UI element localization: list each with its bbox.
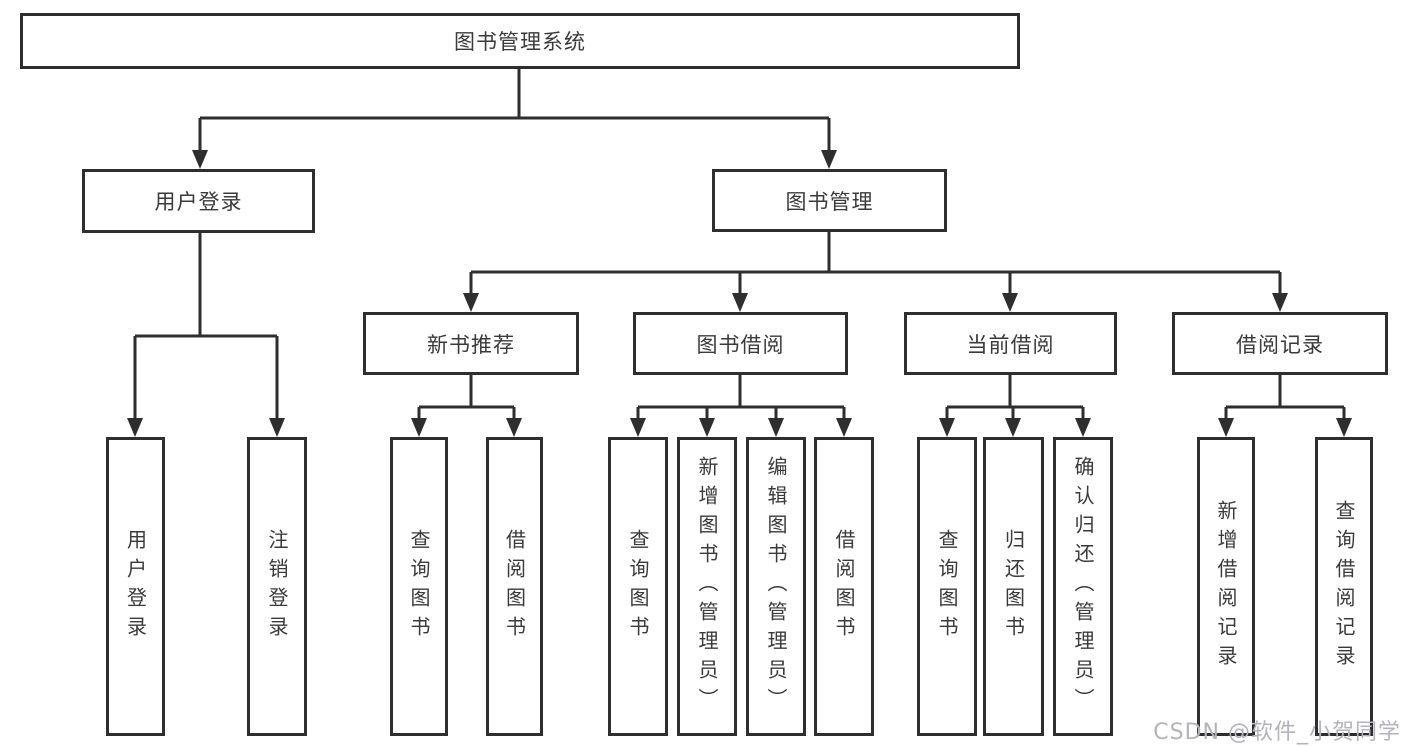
arrow-down-icon xyxy=(1272,293,1288,312)
arrow-down-icon xyxy=(269,418,285,437)
connector-root-to-level2 xyxy=(192,69,837,169)
leaf-borrow-book-recommend: 借阅图书 xyxy=(486,437,543,736)
connector-borrow-record-children xyxy=(1218,375,1352,437)
leaf-borrow-book-borrow: 借阅图书 xyxy=(814,437,874,736)
arrow-down-icon xyxy=(1336,418,1352,437)
node-borrow-record: 借阅记录 xyxy=(1172,312,1388,375)
node-root: 图书管理系统 xyxy=(20,13,1020,69)
node-book-borrow: 图书借阅 xyxy=(633,312,848,375)
leaf-return-book: 归还图书 xyxy=(983,437,1044,736)
arrow-down-icon xyxy=(463,293,479,312)
leaf-query-book-recommend: 查询图书 xyxy=(390,437,448,736)
arrow-down-icon xyxy=(506,418,522,437)
leaf-query-borrow-record: 查询借阅记录 xyxy=(1315,437,1373,736)
leaf-query-book-borrow: 查询图书 xyxy=(608,437,668,736)
node-new-book-recommend: 新书推荐 xyxy=(363,312,579,375)
leaf-add-book-admin: 新增图书（管理员） xyxy=(677,437,737,736)
arrow-down-icon xyxy=(836,418,852,437)
arrow-down-icon xyxy=(1002,293,1018,312)
arrow-down-icon xyxy=(1218,418,1234,437)
arrow-down-icon xyxy=(127,418,143,437)
arrow-down-icon xyxy=(630,418,646,437)
arrow-down-icon xyxy=(192,150,208,169)
arrow-down-icon xyxy=(699,418,715,437)
arrow-down-icon xyxy=(939,418,955,437)
leaf-logout: 注销登录 xyxy=(247,437,307,736)
node-book-management: 图书管理 xyxy=(712,169,947,232)
arrow-down-icon xyxy=(821,150,837,169)
arrow-down-icon xyxy=(411,418,427,437)
leaf-query-book-current: 查询图书 xyxy=(917,437,977,736)
connector-current-borrow-children xyxy=(939,375,1091,437)
leaf-user-login: 用户登录 xyxy=(106,437,165,736)
connector-user-login-children xyxy=(127,233,285,437)
connector-new-book-rec-children xyxy=(411,375,522,437)
arrow-down-icon xyxy=(768,418,784,437)
arrow-down-icon xyxy=(1075,418,1091,437)
leaf-add-borrow-record: 新增借阅记录 xyxy=(1197,437,1255,736)
leaf-edit-book-admin: 编辑图书（管理员） xyxy=(746,437,806,736)
arrow-down-icon xyxy=(1005,418,1021,437)
connector-book-borrow-children xyxy=(630,375,852,437)
arrow-down-icon xyxy=(732,293,748,312)
node-user-login: 用户登录 xyxy=(82,169,315,233)
node-current-borrow: 当前借阅 xyxy=(904,312,1117,375)
connector-book-mgmt-children xyxy=(463,232,1288,312)
leaf-confirm-return-admin: 确认归还（管理员） xyxy=(1053,437,1113,736)
csdn-watermark: CSDN @软件_小贺同学 xyxy=(1153,720,1401,745)
